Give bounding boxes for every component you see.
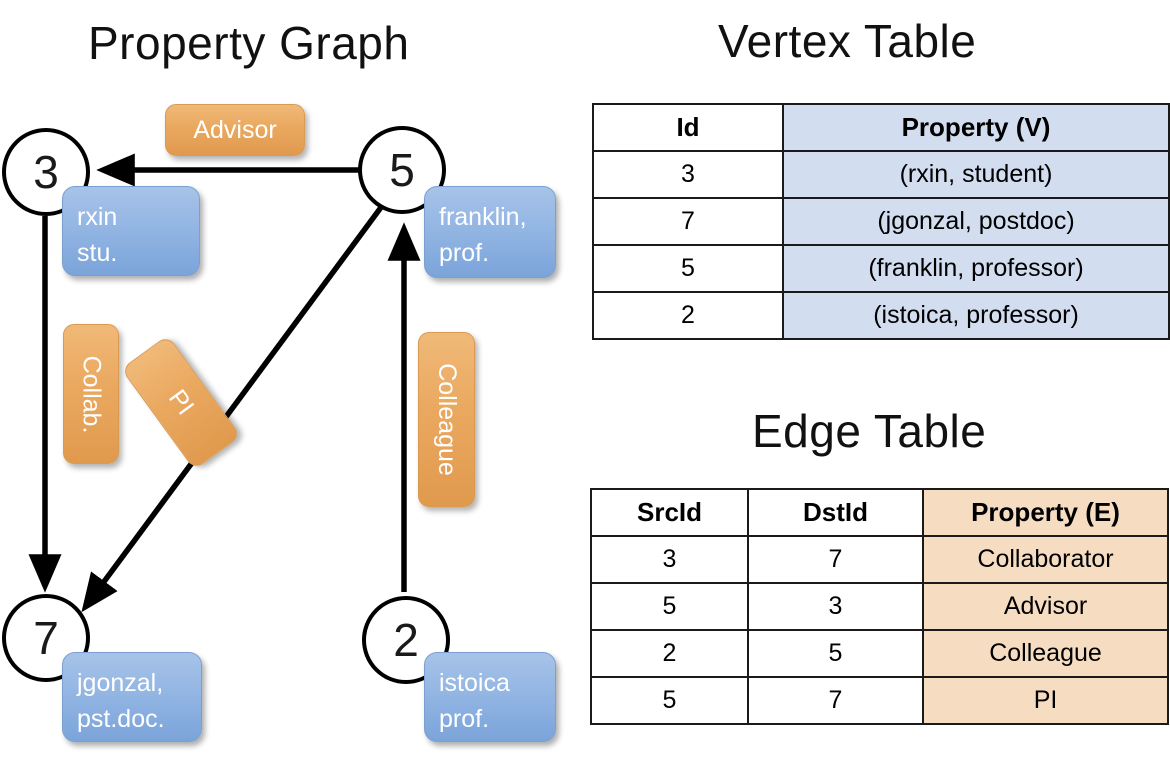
node-property-7-line1: jgonzal,: [77, 669, 164, 697]
edge-cell-srcid: 5: [590, 676, 749, 725]
node-property-5-line2: prof.: [439, 239, 490, 268]
node-property-5-line1: franklin,: [439, 203, 527, 231]
vertex-cell-id: 3: [592, 150, 784, 199]
table-row: 5 (franklin, professor): [592, 244, 1170, 293]
edge-cell-srcid: 5: [590, 582, 749, 631]
vertex-table-header-id: Id: [592, 103, 784, 152]
edge-cell-property: PI: [922, 676, 1169, 725]
table-row: 2 5 Colleague: [590, 629, 1169, 678]
graph-node-5-label: 5: [389, 144, 415, 196]
edge-table-header-dstid: DstId: [747, 488, 924, 537]
edge-cell-property: Colleague: [922, 629, 1169, 678]
edge-label-colleague: Colleague: [418, 332, 475, 507]
edge-table-header-row: SrcId DstId Property (E): [590, 488, 1169, 537]
graph-node-2-label: 2: [393, 614, 419, 666]
table-row: 7 (jgonzal, postdoc): [592, 197, 1170, 246]
edge-cell-dstid: 7: [747, 676, 924, 725]
edge-cell-dstid: 3: [747, 582, 924, 631]
edge-table-header-property: Property (E): [922, 488, 1169, 537]
vertex-cell-property: (rxin, student): [782, 150, 1170, 199]
vertex-cell-id: 7: [592, 197, 784, 246]
edge-table-header-srcid: SrcId: [590, 488, 749, 537]
node-property-box-7: jgonzal, pst.doc.: [62, 652, 202, 742]
vertex-table: Id Property (V) 3 (rxin, student) 7 (jgo…: [592, 103, 1170, 340]
graph-node-5[interactable]: 5: [358, 126, 446, 214]
vertex-cell-property: (franklin, professor): [782, 244, 1170, 293]
edge-cell-dstid: 5: [747, 629, 924, 678]
graph-edge-arrows: [28, 153, 421, 613]
vertex-table-header-row: Id Property (V): [592, 103, 1170, 152]
edge-label-pi-text: PI: [163, 384, 200, 420]
graph-node-7-label: 7: [33, 612, 59, 664]
graph-node-2[interactable]: 2: [362, 596, 450, 684]
edge-cell-property: Collaborator: [922, 535, 1169, 584]
node-property-7-line2: pst.doc.: [77, 705, 165, 734]
edge-cell-srcid: 2: [590, 629, 749, 678]
page-title-vertex-table: Vertex Table: [718, 15, 977, 67]
node-property-3-line1: rxin: [77, 203, 118, 231]
edge-cell-dstid: 7: [747, 535, 924, 584]
table-row: 5 3 Advisor: [590, 582, 1169, 631]
vertex-cell-property: (istoica, professor): [782, 291, 1170, 340]
page-title-property-graph: Property Graph: [88, 17, 410, 69]
table-row: 5 7 PI: [590, 676, 1169, 725]
node-property-box-5: franklin, prof.: [424, 186, 556, 278]
page-title-edge-table: Edge Table: [752, 405, 987, 457]
edge-cell-srcid: 3: [590, 535, 749, 584]
edge-cell-property: Advisor: [922, 582, 1169, 631]
node-property-box-3: rxin stu.: [62, 186, 200, 276]
table-row: 2 (istoica, professor): [592, 291, 1170, 340]
vertex-cell-property: (jgonzal, postdoc): [782, 197, 1170, 246]
vertex-table-header-property: Property (V): [782, 103, 1170, 152]
node-property-2-line1: istoica: [439, 669, 510, 697]
vertex-cell-id: 2: [592, 291, 784, 340]
graph-node-3-label: 3: [33, 146, 59, 198]
table-row: 3 (rxin, student): [592, 150, 1170, 199]
edge-label-advisor-text: Advisor: [193, 115, 277, 144]
edge-label-advisor: Advisor: [165, 104, 305, 156]
edge-label-collab: Collab.: [63, 324, 119, 464]
node-property-3-line2: stu.: [77, 239, 118, 268]
edge-table: SrcId DstId Property (E) 3 7 Collaborato…: [590, 488, 1169, 725]
edge-label-collab-text: Collab.: [77, 355, 106, 433]
edge-5-to-7: [81, 204, 385, 613]
node-property-2-line2: prof.: [439, 705, 490, 734]
vertex-cell-id: 5: [592, 244, 784, 293]
table-row: 3 7 Collaborator: [590, 535, 1169, 584]
property-graph-diagram: 3 5 7 2 rxin stu. franklin, prof. jgonza…: [2, 104, 556, 742]
node-property-box-2: istoica prof.: [424, 652, 556, 742]
edge-label-colleague-text: Colleague: [433, 363, 461, 476]
